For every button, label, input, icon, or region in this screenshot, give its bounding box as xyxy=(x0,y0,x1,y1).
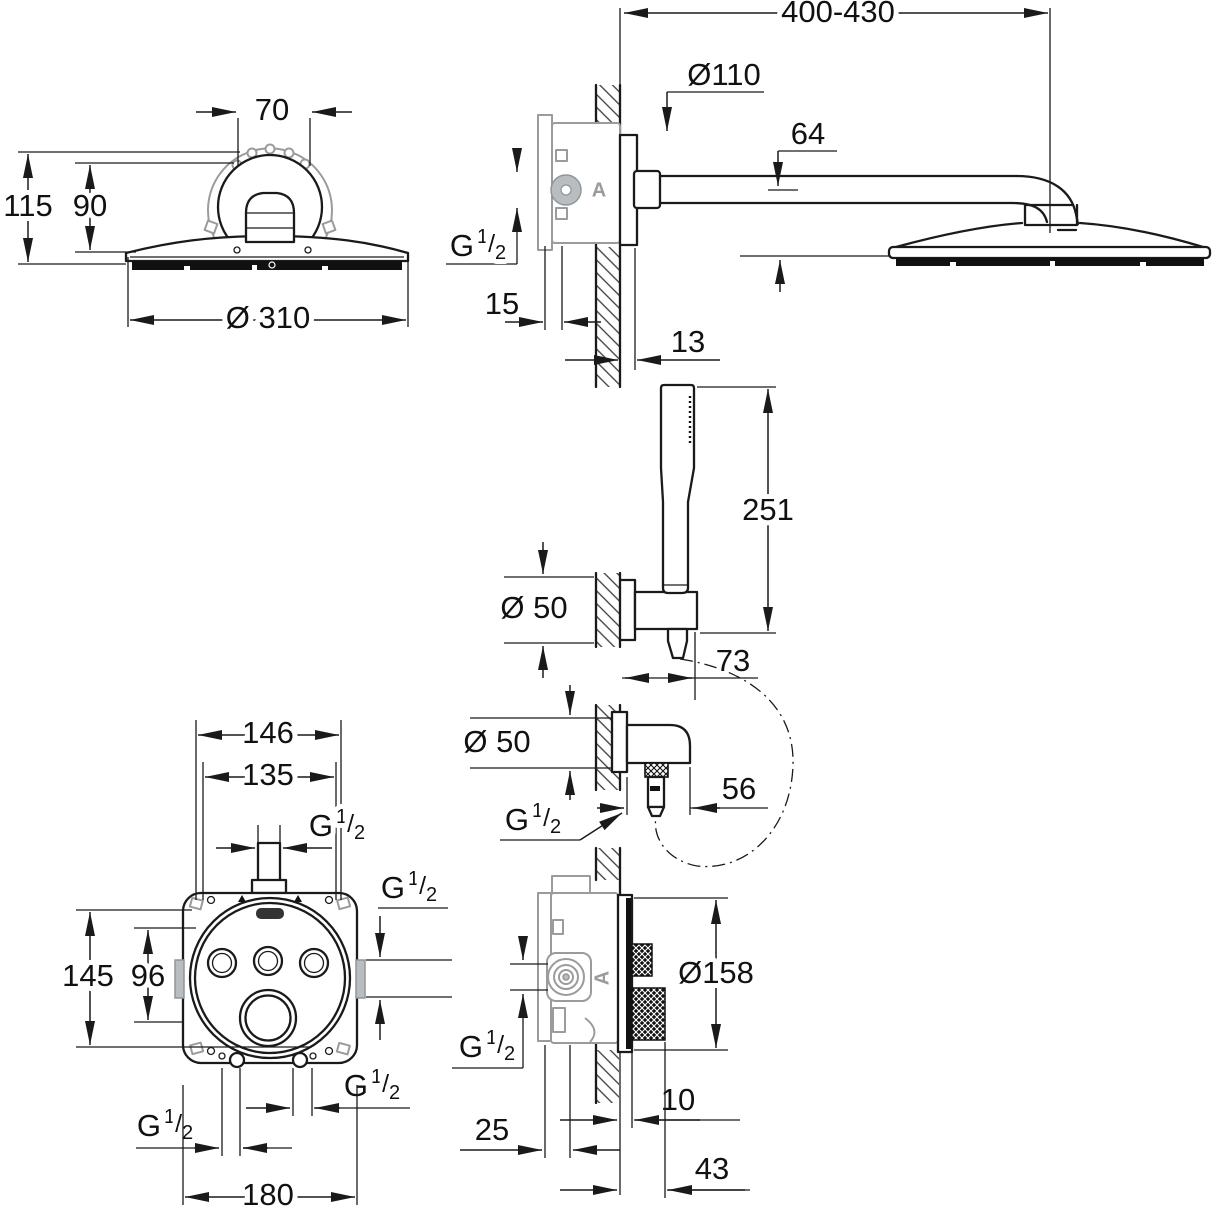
dim-width-180: 180 xyxy=(242,1177,294,1212)
thermostat-trim xyxy=(188,896,352,1060)
select-button-1 xyxy=(206,947,238,979)
view-hand-shower: 251 Ø 50 73 xyxy=(495,383,799,868)
dim-head-height-outer: 115 xyxy=(3,188,52,223)
dim-holder-diameter: Ø 50 xyxy=(500,590,567,625)
dim-height-96: 96 xyxy=(131,958,165,993)
temperature-knob xyxy=(238,988,298,1048)
dim-plate-thickness: 10 xyxy=(661,1082,695,1117)
hose-connector xyxy=(666,627,689,660)
a-marking: A xyxy=(592,179,606,201)
select-knob-side xyxy=(631,943,653,977)
dim-flange-depth-13: 13 xyxy=(671,324,705,359)
holder-escutcheon xyxy=(618,578,637,642)
dim-head-drop: 64 xyxy=(791,116,825,151)
arm-collar xyxy=(632,169,662,210)
shower-hose xyxy=(654,658,794,868)
dim-width-135: 135 xyxy=(242,757,294,792)
side-port-left xyxy=(174,959,185,999)
dim-hand-shower-length: 251 xyxy=(742,492,794,527)
dim-install-depth-25: 25 xyxy=(475,1112,509,1147)
dim-outlet-diameter: Ø 50 xyxy=(463,724,530,759)
view-head-shower-front: 70 115 90 Ø 310 xyxy=(0,87,410,340)
dim-escutcheon-diameter: Ø110 xyxy=(687,57,761,92)
dim-holder-projection: 73 xyxy=(716,643,750,678)
dim-arm-hole-width: 70 xyxy=(255,92,289,127)
hand-shower xyxy=(659,383,696,595)
side-port-right xyxy=(355,959,366,999)
outlet-escutcheon xyxy=(610,710,629,774)
dim-height-145: 145 xyxy=(62,958,114,993)
dim-outlet-projection: 56 xyxy=(722,771,756,806)
outlet-elbow xyxy=(625,723,692,765)
dim-arm-projection: 400-430 xyxy=(781,0,895,29)
grohe-logo xyxy=(256,908,284,919)
a-marking-side: A xyxy=(591,971,613,985)
dim-head-diameter: Ø 310 xyxy=(226,300,310,335)
dim-install-depth-15: 15 xyxy=(485,286,519,321)
dim-head-height-inner: 90 xyxy=(73,188,107,223)
temperature-knob-side xyxy=(631,987,666,1041)
dim-knob-projection: 43 xyxy=(695,1151,729,1186)
hose-nut xyxy=(644,762,669,778)
dim-trim-diameter: Ø158 xyxy=(678,955,754,990)
dim-width-146: 146 xyxy=(242,715,294,750)
ball-joint-mount xyxy=(244,191,296,244)
head-disc-rim xyxy=(887,245,1212,260)
shower-holder xyxy=(633,590,699,631)
select-button-3 xyxy=(298,947,330,979)
spray-face xyxy=(132,261,402,270)
select-button-2 xyxy=(252,945,284,977)
